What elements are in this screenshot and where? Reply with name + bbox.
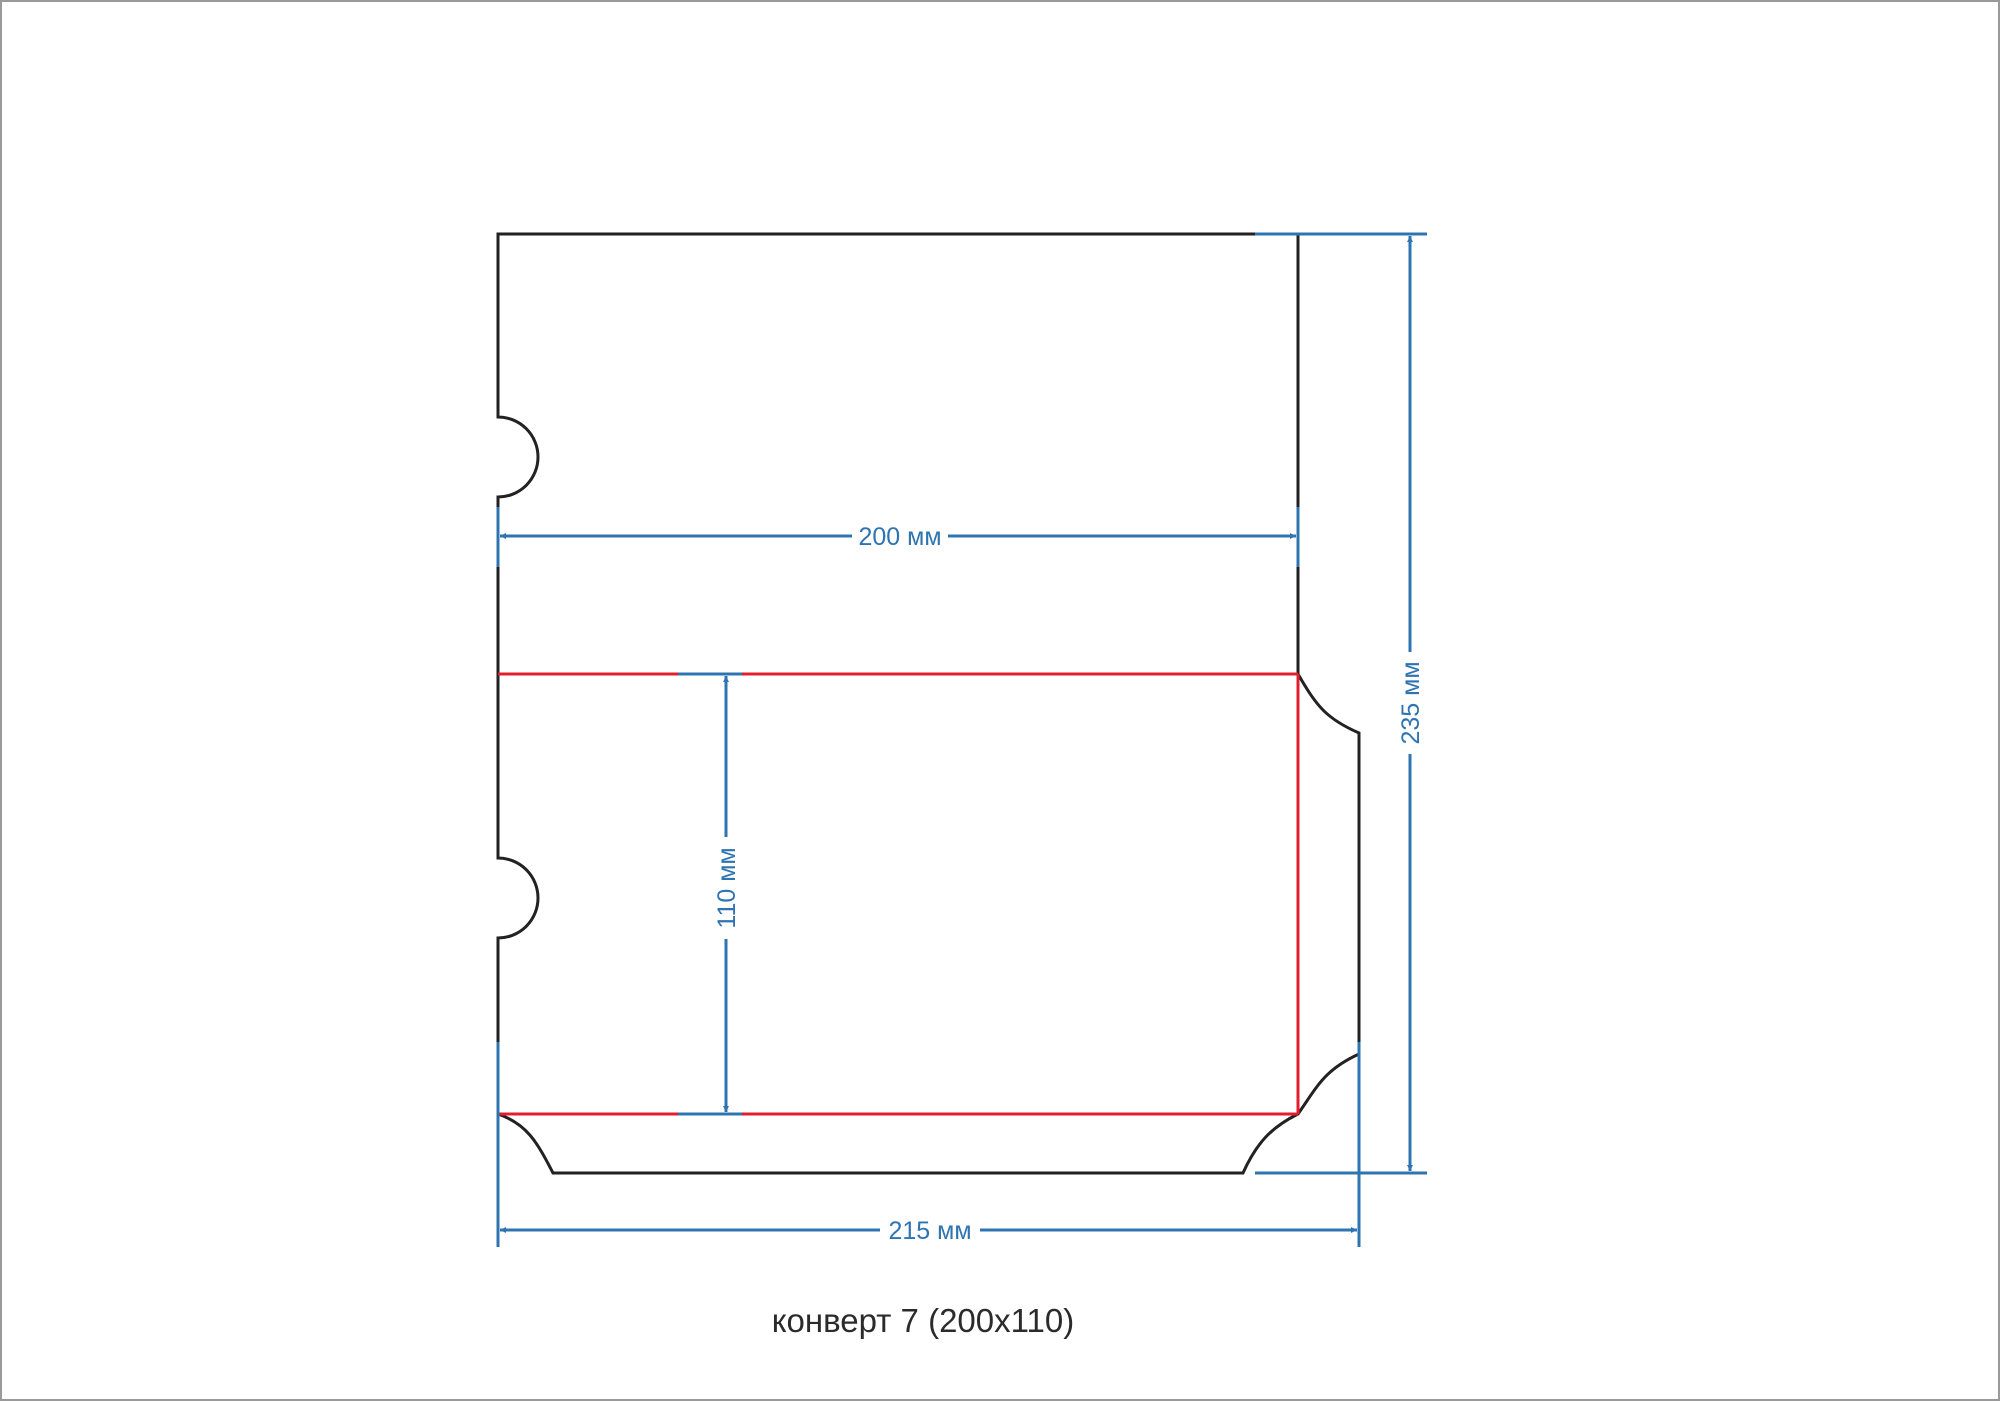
dimension-lines xyxy=(496,232,1427,1247)
dimension-label-235: 235 мм xyxy=(1397,661,1425,744)
fold-lines xyxy=(498,672,1300,1116)
dimension-label-200: 200 мм xyxy=(858,523,941,551)
envelope-cut-outline xyxy=(496,232,1361,1175)
drawing-caption: конверт 7 (200x110) xyxy=(771,1302,1075,1339)
dimension-label-215: 215 мм xyxy=(888,1217,971,1245)
dimension-label-110: 110 мм xyxy=(713,847,741,928)
